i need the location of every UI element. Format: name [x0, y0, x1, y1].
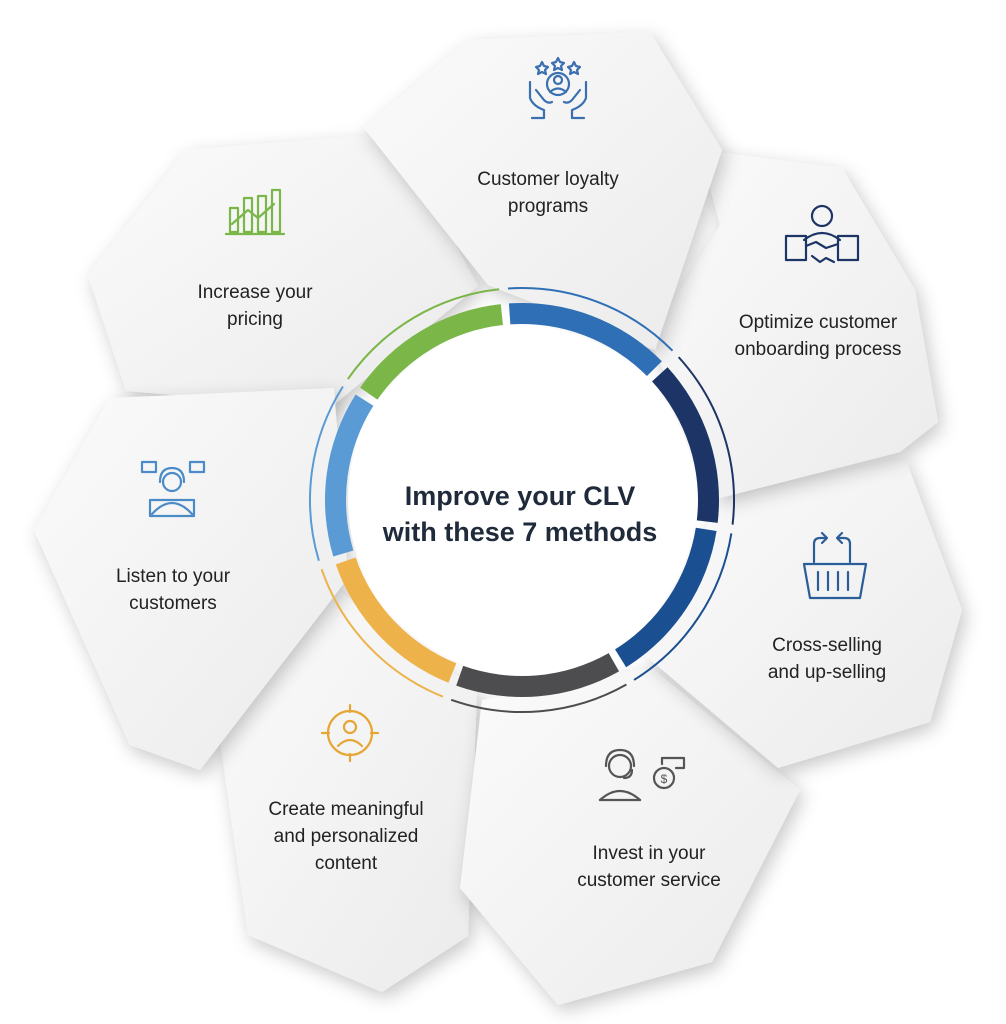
ring-segment-loyalty-guide: [507, 287, 674, 352]
customer-service-icon: $: [598, 748, 686, 802]
shopping-basket-icon: [802, 531, 868, 600]
svg-text:$: $: [661, 772, 668, 786]
label-line: programs: [507, 196, 589, 217]
ring-segment-cross-selling: [615, 527, 717, 668]
label-line: onboarding process: [734, 339, 902, 360]
title-line-2: with these 7 methods: [382, 517, 658, 547]
method-label-pricing: Increase your pricing: [170, 279, 340, 333]
ring-segment-pricing: [360, 304, 503, 400]
method-label-invest-service: Invest in your customer service: [544, 840, 754, 894]
label-line: and up-selling: [767, 662, 887, 683]
petal-loyalty: [364, 32, 722, 350]
method-label-create-content: Create meaningful and personalized conte…: [246, 796, 446, 877]
ring-segment-create-content-guide: [320, 568, 444, 698]
handshake-icon: [784, 204, 860, 264]
label-line: Increase your: [197, 282, 313, 303]
method-ring: [309, 287, 735, 713]
petal-increase-pricing: [88, 133, 478, 408]
ring-segment-onboarding: [652, 367, 719, 523]
ring-segment-invest-service-guide: [450, 683, 627, 713]
growth-chart-icon: [224, 188, 286, 236]
ring-segment-onboarding-guide: [677, 356, 735, 525]
label-line: customer service: [577, 870, 721, 891]
method-label-onboarding: Optimize customer onboarding process: [700, 309, 936, 363]
ring-segment-loyalty: [508, 303, 662, 377]
ring-segment-listen-guide: [309, 385, 344, 562]
ring-segment-listen: [324, 394, 374, 557]
method-label-loyalty: Customer loyalty programs: [438, 166, 658, 220]
center-disc: [348, 326, 696, 674]
listening-user-icon: [140, 460, 206, 518]
method-label-listen: Listen to your customers: [88, 563, 258, 617]
ring-segment-pricing-guide: [347, 288, 500, 380]
ring-segment-invest-service: [456, 653, 620, 697]
label-line: Customer loyalty: [477, 169, 619, 190]
petal-create-content: [214, 588, 477, 992]
petal-invest-service: [460, 668, 800, 1005]
label-line: Optimize customer: [738, 312, 898, 333]
ring-segment-create-content: [335, 557, 457, 683]
label-line: and personalized: [273, 826, 419, 847]
label-line: Cross-selling: [772, 635, 882, 656]
label-line: pricing: [227, 309, 283, 330]
target-user-icon: [320, 703, 380, 763]
label-line: Listen to your: [115, 566, 231, 587]
petal-onboarding: [650, 150, 938, 498]
method-label-cross-selling: Cross-selling and up-selling: [742, 632, 912, 686]
ring-segment-cross-selling-guide: [633, 533, 733, 681]
label-line: Invest in your: [592, 843, 706, 864]
customer-loyalty-icon: [528, 56, 588, 120]
label-line: Create meaningful: [268, 799, 424, 820]
petal-cross-selling: [646, 458, 962, 768]
title-line-1: Improve your CLV: [404, 481, 636, 511]
label-line: content: [314, 853, 378, 874]
petal-listen-customers: [34, 388, 348, 770]
label-line: customers: [129, 593, 217, 614]
diagram-title: Improve your CLV with these 7 methods: [330, 478, 710, 550]
